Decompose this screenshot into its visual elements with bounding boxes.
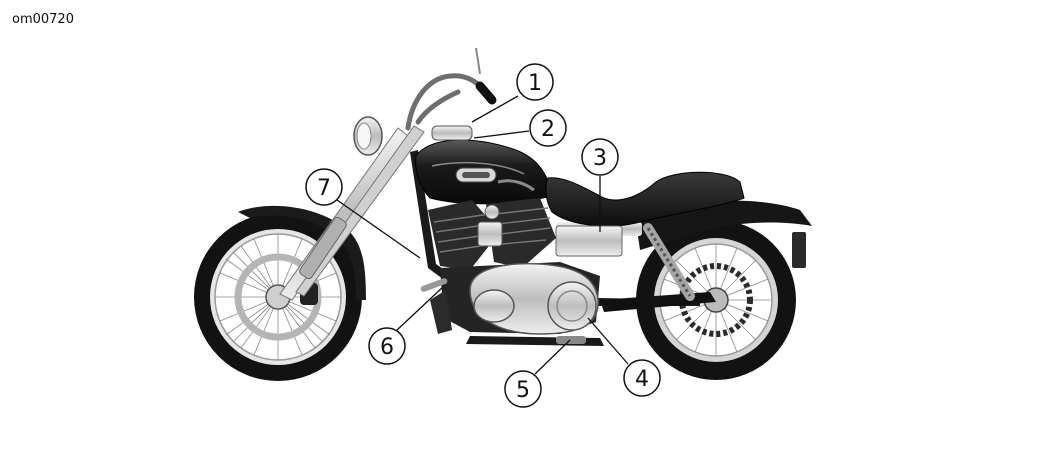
side-cover-shape (555, 225, 623, 257)
console (431, 125, 473, 141)
rear-shock (643, 223, 695, 301)
callout-7: 7 (305, 168, 343, 206)
motorcycle-illustration (194, 47, 812, 381)
svg-text:7: 7 (317, 176, 331, 201)
svg-text:3: 3 (593, 146, 607, 171)
primary-cover-shape (469, 262, 599, 335)
seat (545, 171, 745, 227)
callout-5: 5 (504, 370, 542, 408)
leader-lines (336, 95, 629, 375)
callout-1: 1 (516, 63, 554, 101)
callout-6: 6 (368, 327, 406, 365)
svg-text:2: 2 (541, 117, 555, 142)
callout-4: 4 (623, 359, 661, 397)
callout-2: 2 (529, 109, 567, 147)
shift-lever-shape (420, 278, 448, 292)
front-fork (279, 125, 425, 301)
svg-text:5: 5 (516, 378, 530, 403)
svg-text:6: 6 (380, 335, 394, 360)
headlight (353, 116, 383, 156)
svg-text:4: 4 (635, 367, 649, 392)
svg-text:1: 1 (528, 71, 542, 96)
fuel-tank (415, 139, 553, 205)
footrest-shape (556, 336, 586, 344)
callout-3: 3 (581, 138, 619, 176)
figure-id-label: om00720 (12, 12, 74, 27)
